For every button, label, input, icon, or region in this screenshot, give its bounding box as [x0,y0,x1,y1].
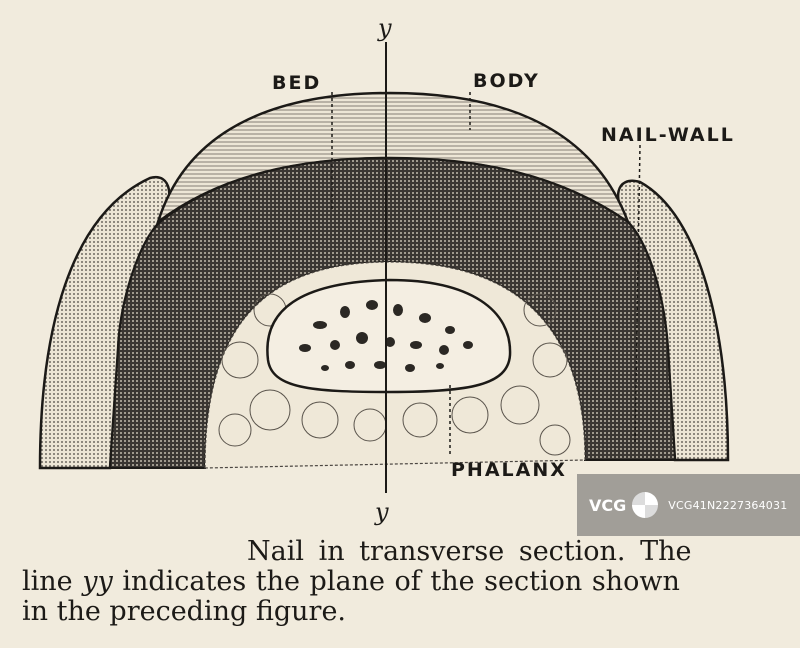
phalanx-marrow [299,300,473,372]
watermark-id: VCG41N2227364031 [668,498,788,512]
label-bed: BED [272,72,322,94]
label-body: BODY [473,70,540,92]
pinwheel-icon [632,492,659,518]
axis-label-bottom: y [375,498,389,526]
caption-line-2: line yy indicates the plane of the secti… [22,567,772,597]
nail-wall-leader [634,144,641,446]
label-nail-wall: NAIL-WALL [601,124,735,146]
label-phalanx: PHALANX [451,459,567,481]
caption-line-2-post: indicates the plane of the section shown [112,566,680,597]
caption-line-2-pre: line [22,566,83,597]
axis-label-top: y [378,14,392,42]
phalanx [266,278,512,394]
figure-caption: Nail in transverse section. The line yy … [22,537,772,627]
caption-line-2-italic: yy [82,566,113,597]
caption-line-1: Nail in transverse section. The [247,536,692,567]
watermark-logo: VCG [589,490,660,520]
watermark: VCG VCG41N2227364031 [577,474,800,536]
watermark-logo-text: VCG [589,495,627,515]
caption-line-3: in the preceding figure. [22,596,346,627]
